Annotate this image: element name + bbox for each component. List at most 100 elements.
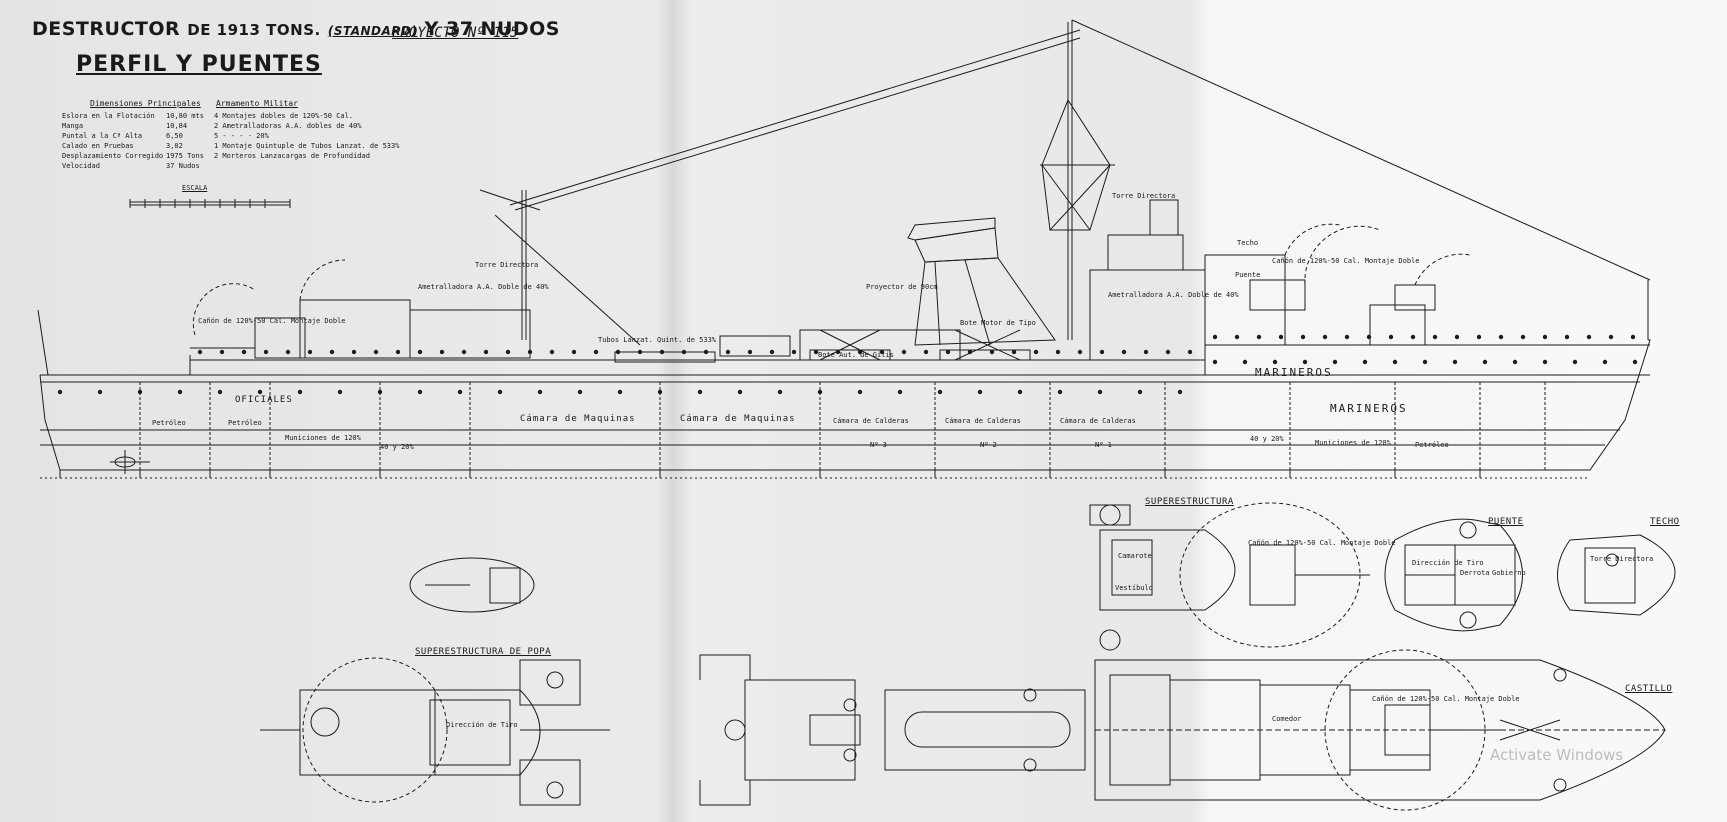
porthole [57,389,63,395]
label-municiones-120: Municiones de 120% [285,434,361,442]
plan-direccion-tiro: Dirección de Tiro [1412,559,1484,567]
porthole [1033,349,1039,355]
techo-plan [1557,534,1676,616]
porthole [483,349,489,355]
label-bote-motor: Bote Motor de Tipo [960,319,1036,327]
dim-label: Calado en Pruebas [62,142,134,150]
section-superestructura-popa: SUPERESTRUCTURA DE POPA [415,647,552,657]
plan-canon-120-super: Cañón de 120%-50 Cal. Montaje Doble [1248,539,1396,547]
porthole [177,389,183,395]
frame-ticks [59,470,1481,478]
porthole [977,389,983,395]
porthole [497,389,503,395]
label-no-3: Nº 3 [870,441,887,449]
plan-vestibulo: Vestíbulo [1115,584,1153,592]
armament-header: Armamento Militar [216,99,298,108]
dim-label: Velocidad [62,162,100,170]
funnels [907,217,1056,346]
porthole [1344,334,1350,340]
porthole [617,389,623,395]
porthole [1366,334,1372,340]
porthole [1392,359,1398,365]
porthole [137,389,143,395]
porthole [395,349,401,355]
porthole [1602,359,1608,365]
porthole [1278,334,1284,340]
porthole [615,349,621,355]
label-petroleo-2: Petróleo [228,419,262,427]
porthole [1212,359,1218,365]
midship-plan [699,654,1086,806]
porthole [219,349,225,355]
plan-direccion-tiro-popa: Dirección de Tiro [446,721,518,729]
scale-label: ESCALA [182,184,208,192]
porthole [737,389,743,395]
porthole [697,389,703,395]
porthole [817,389,823,395]
label-bote-aut: Bote Aut. de Gitis [818,351,894,359]
dim-value: 1975 Tons [166,152,204,160]
porthole [351,349,357,355]
label-petroleo-1: Petróleo [152,419,186,427]
title-standard: (STANDARD) [327,24,418,38]
project-number: PROYECTO Nº 115 [392,25,519,41]
porthole [1242,359,1248,365]
porthole [967,349,973,355]
porthole [439,349,445,355]
porthole [1482,359,1488,365]
dim-label: Desplazamiento Corregido [62,152,164,160]
label-canon-120-fwd: Cañón de 120%-50 Cal. Montaje Doble [1272,257,1420,265]
porthole [1057,389,1063,395]
dim-label: Manga [62,122,84,130]
section-castillo: CASTILLO [1625,684,1673,694]
porthole [1542,359,1548,365]
label-marineros-2: MARINEROS [1330,402,1408,415]
label-camara-maquinas-2: Cámara de Maquinas [680,414,796,424]
porthole [577,389,583,395]
porthole [1572,359,1578,365]
porthole [1422,359,1428,365]
porthole [1520,334,1526,340]
porthole [217,389,223,395]
porthole [1099,349,1105,355]
porthole [1586,334,1592,340]
plan-torre-directora: Torre Directora [1590,555,1654,563]
porthole [637,349,643,355]
porthole [285,349,291,355]
label-puente-mark: Puente [1235,271,1261,279]
porthole [1097,389,1103,395]
hull-profile [39,339,1651,479]
porthole [1017,389,1023,395]
bulkheads [139,382,1546,470]
porthole [1055,349,1061,355]
title-line1: DESTRUCTOR DE 1913 TONS. (STANDARD) Y 37… [32,20,560,39]
porthole [1512,359,1518,365]
label-ametralladora-fwd: Ametralladora A.A. Doble de 40% [1108,291,1239,299]
label-camara-calderas-1: Cámara de Calderas [833,417,909,425]
label-municiones-120-fwd: Municiones de 120% [1315,439,1391,447]
armament-row: 1 Montaje Quintuple de Tubos Lanzat. de … [214,142,400,150]
armament-row: 5 - - - - 20% [214,132,269,140]
porthole [1454,334,1460,340]
porthole [461,349,467,355]
porthole [1077,349,1083,355]
porthole [1564,334,1570,340]
porthole [989,349,995,355]
porthole [1632,359,1638,365]
dim-value: 6,50 [166,132,183,140]
porthole [337,389,343,395]
porthole [1011,349,1017,355]
porthole [97,389,103,395]
armament-row: 2 Morteros Lanzacargas de Profundidad [214,152,370,160]
label-oficiales: OFICIALES [235,395,293,405]
porthole [1137,389,1143,395]
porthole [197,349,203,355]
porthole [417,389,423,395]
porthole [901,349,907,355]
porthole [1410,334,1416,340]
label-petroleo-3: Petróleo [1415,441,1449,449]
dim-label: Eslora en la Flotación [62,112,155,120]
dim-value: 37 Nudos [166,162,200,170]
